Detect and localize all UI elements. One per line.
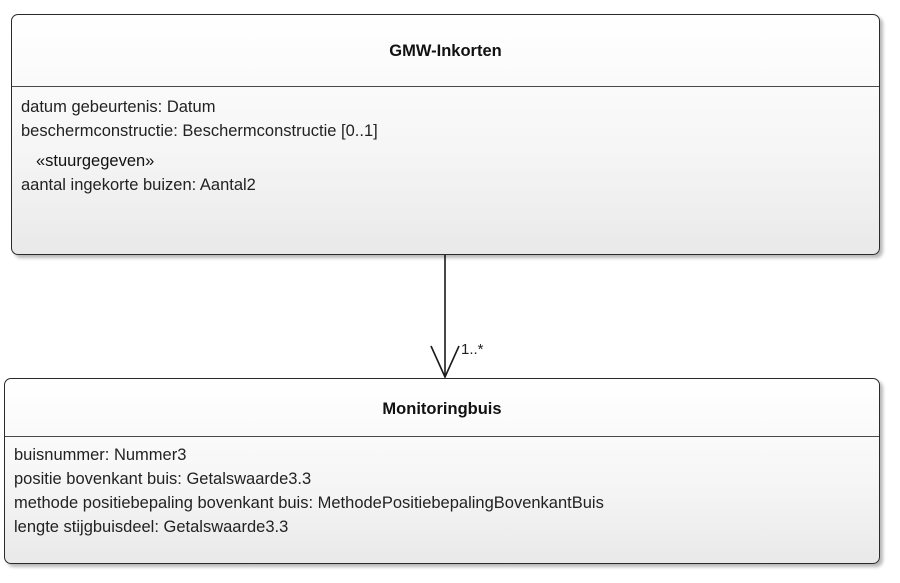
attribute-aantal-ingekorte-buizen: aantal ingekorte buizen: Aantal2 <box>21 176 256 194</box>
attribute-positie-bovenkant-buis: positie bovenkant buis: Getalswaarde3.3 <box>14 470 312 488</box>
stereotype-label: «stuurgegeven» <box>36 152 155 170</box>
attribute-buisnummer: buisnummer: Nummer3 <box>14 446 187 464</box>
attribute-compartment-monitoringbuis: buisnummer: Nummer3 positie bovenkant bu… <box>5 437 879 539</box>
class-name-gmw-inkorten: GMW-Inkorten <box>12 15 879 87</box>
attribute-beschermconstructie: beschermconstructie: Beschermconstructie… <box>21 122 378 140</box>
attribute-methode-positiebepaling: methode positiebepaling bovenkant buis: … <box>14 494 604 512</box>
arrowhead-open <box>430 345 460 379</box>
attribute-datum-gebeurtenis: datum gebeurtenis: Datum <box>21 98 216 116</box>
attribute-lengte-stijgbuisdeel: lengte stijgbuisdeel: Getalswaarde3.3 <box>14 518 289 536</box>
attribute-compartment-gmw-inkorten: datum gebeurtenis: Datum beschermconstru… <box>12 87 879 197</box>
class-name-monitoringbuis: Monitoringbuis <box>5 379 879 437</box>
class-gmw-inkorten[interactable]: GMW-Inkorten datum gebeurtenis: Datum be… <box>11 14 880 255</box>
class-monitoringbuis[interactable]: Monitoringbuis buisnummer: Nummer3 posit… <box>4 378 880 564</box>
multiplicity-label: 1..* <box>461 341 484 358</box>
